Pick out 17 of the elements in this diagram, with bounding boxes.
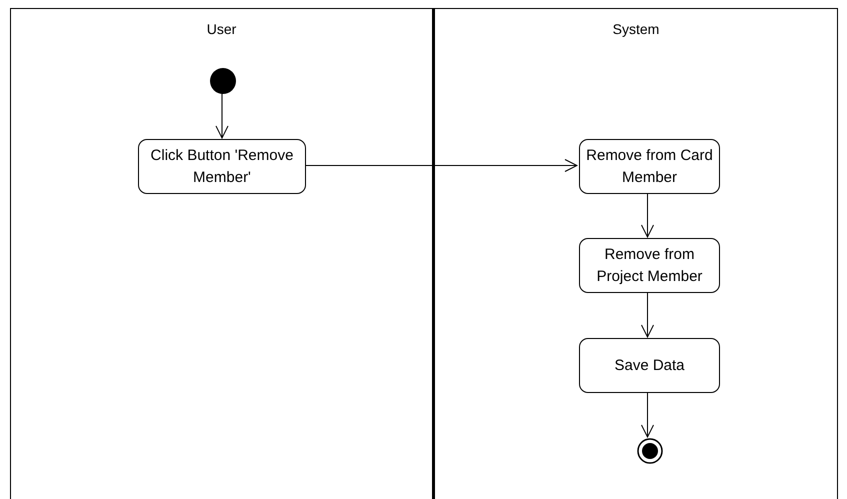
action-node: [579, 338, 720, 393]
action-label: Save Data: [614, 356, 685, 376]
lane-title: User: [206, 21, 238, 37]
lane-title: System: [612, 21, 660, 37]
arrow: [641, 292, 654, 338]
action-label: Click Button 'Remove Member': [150, 146, 294, 188]
swimlane: [433, 8, 838, 499]
arrow: [216, 92, 228, 138]
swimlane: [10, 8, 433, 499]
arrow: [304, 159, 578, 172]
arrow: [641, 392, 654, 438]
action-node: [138, 139, 306, 194]
action-label: Remove from Project Member: [596, 244, 704, 286]
action-node: [579, 238, 720, 293]
action-node: [579, 139, 720, 194]
action-label: Remove from Card Member: [585, 146, 714, 188]
arrow: [641, 192, 654, 238]
